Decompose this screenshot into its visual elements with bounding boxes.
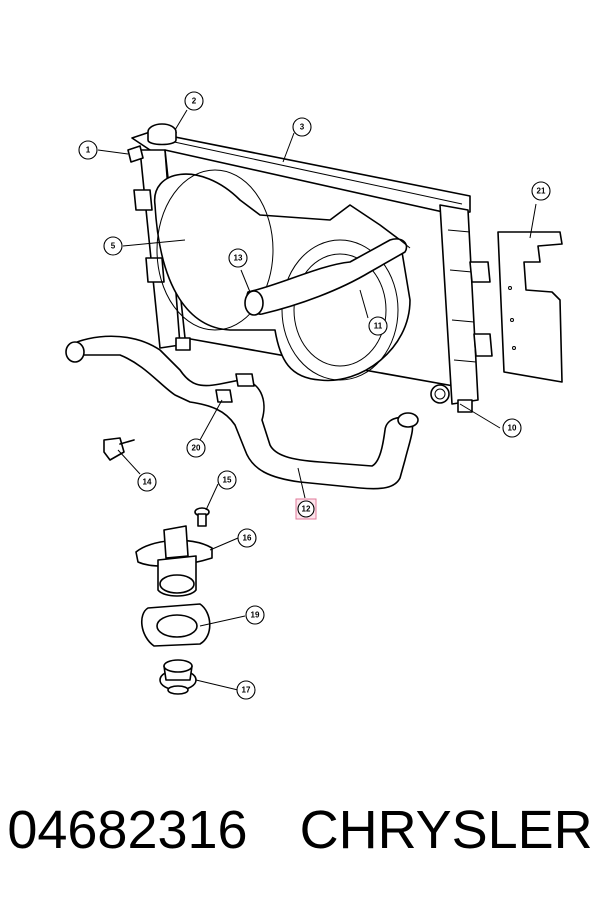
brand-name: CHRYSLER [299, 800, 593, 860]
svg-text:19: 19 [251, 611, 260, 620]
radiator-assembly [127, 123, 493, 413]
callout-10[interactable]: 10 [502, 418, 522, 438]
callout-1[interactable]: 1 [78, 140, 98, 160]
callout-21[interactable]: 21 [531, 181, 551, 201]
thermostat-housing [135, 525, 213, 597]
thermostat [159, 659, 197, 695]
parts-diagram: 1 2 3 5 13 11 21 10 12 20 14 15 16 19 17 [65, 91, 563, 700]
svg-text:14: 14 [143, 478, 152, 487]
svg-text:17: 17 [242, 686, 251, 695]
callout-5[interactable]: 5 [103, 236, 123, 256]
upper-radiator-hose [244, 235, 411, 316]
callout-17[interactable]: 17 [236, 680, 256, 700]
thermostat-gasket [141, 603, 211, 647]
bleed-valve-fitting [103, 437, 135, 461]
lower-radiator-hose [65, 335, 419, 490]
svg-text:13: 13 [234, 254, 243, 263]
air-seal-panel [497, 231, 563, 383]
svg-text:12: 12 [302, 505, 311, 514]
callout-2[interactable]: 2 [184, 91, 204, 111]
callouts: 1 2 3 5 13 11 21 10 12 20 14 15 16 19 17 [78, 91, 551, 700]
svg-text:21: 21 [537, 187, 546, 196]
svg-text:5: 5 [111, 242, 116, 251]
part-footer: 04682316 CHRYSLER [0, 785, 600, 875]
bolt-fastener [194, 507, 210, 527]
svg-text:15: 15 [223, 476, 232, 485]
svg-text:10: 10 [508, 424, 517, 433]
callout-20[interactable]: 20 [186, 438, 206, 458]
callout-13[interactable]: 13 [228, 248, 248, 268]
svg-text:3: 3 [300, 123, 305, 132]
svg-text:20: 20 [192, 444, 201, 453]
callout-11[interactable]: 11 [368, 316, 388, 336]
svg-text:1: 1 [86, 146, 91, 155]
callout-15[interactable]: 15 [217, 470, 237, 490]
leader-lines [97, 109, 537, 691]
callout-12[interactable]: 12 [295, 498, 317, 520]
svg-text:16: 16 [243, 534, 252, 543]
svg-text:2: 2 [192, 97, 197, 106]
callout-19[interactable]: 19 [245, 605, 265, 625]
svg-text:11: 11 [374, 322, 383, 331]
callout-3[interactable]: 3 [292, 117, 312, 137]
callout-16[interactable]: 16 [237, 528, 257, 548]
callout-14[interactable]: 14 [137, 472, 157, 492]
part-number: 04682316 [7, 800, 248, 860]
